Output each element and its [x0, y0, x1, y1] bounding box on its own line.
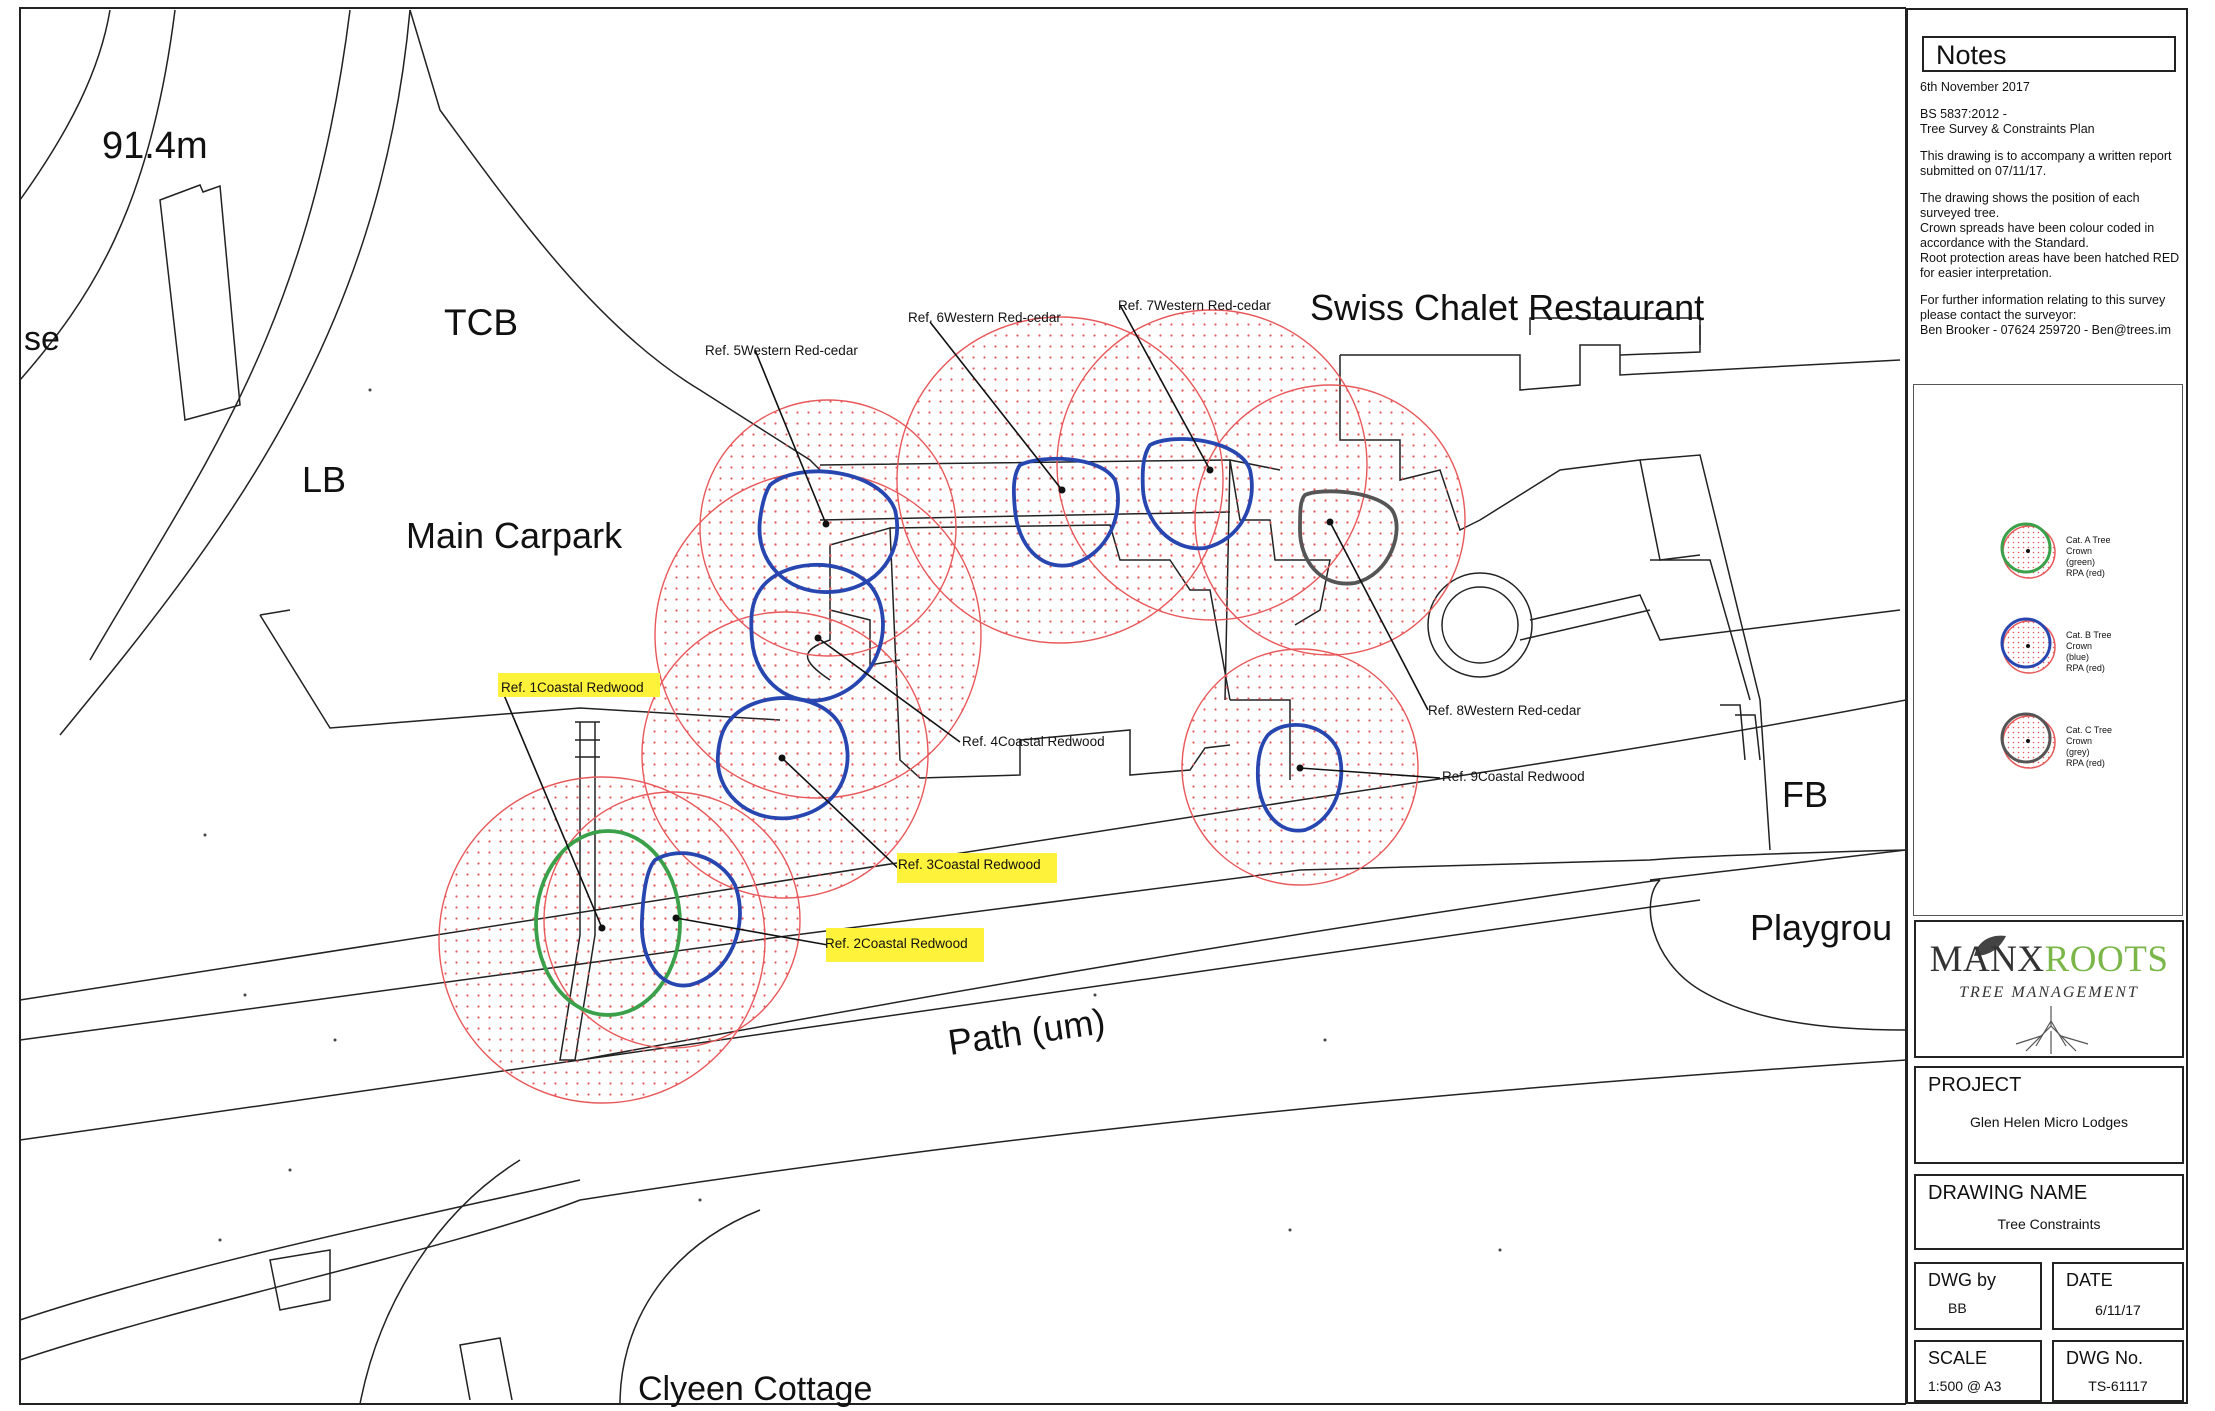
fb-label: FB — [1782, 774, 1828, 815]
cottage-label: Clyeen Cottage — [638, 1370, 872, 1408]
tree-ref-4: Ref. 4Coastal Redwood — [962, 734, 1105, 749]
date-value: 6/11/17 — [2095, 1302, 2141, 1318]
notes-standard-line2: Tree Survey & Constraints Plan — [1920, 122, 2095, 136]
notes-standard-line1: BS 5837:2012 - — [1920, 107, 2007, 121]
rpa-tree-2 — [543, 791, 801, 1049]
logo-roots: ROOTS — [2044, 939, 2169, 980]
logo-wordmark: MANXROOTS — [1916, 938, 2182, 981]
notes-panel: Notes 6th November 2017 BS 5837:2012 -Tr… — [1906, 8, 2188, 1404]
drawing-name-label: DRAWING NAME — [1928, 1182, 2088, 1204]
project-box: PROJECT Glen Helen Micro Lodges — [1914, 1066, 2184, 1164]
drawing-frame — [19, 7, 1906, 1405]
tcb-label: TCB — [444, 302, 518, 343]
notes-para2-line1: The drawing shows the position of each s… — [1920, 191, 2140, 220]
tree-crowns — [534, 437, 1399, 1017]
notes-standard: BS 5837:2012 -Tree Survey & Constraints … — [1920, 107, 2182, 137]
tree-ref-1: Ref. 1Coastal Redwood — [501, 680, 644, 695]
spot-height-label: 91.4m — [102, 125, 208, 167]
crown-tree-5 — [757, 469, 900, 594]
main-carpark-label: Main Carpark — [406, 515, 623, 556]
project-value: Glen Helen Micro Lodges — [1970, 1114, 2128, 1130]
tree-ref-5: Ref. 5Western Red-cedar — [705, 343, 858, 358]
crown-tree-7 — [1140, 437, 1254, 551]
dwg-no-box: DWG No. TS-61117 — [2052, 1340, 2184, 1402]
date-box: DATE 6/11/17 — [2052, 1262, 2184, 1330]
scale-box: SCALE 1:500 @ A3 — [1914, 1340, 2042, 1402]
tree-ref-2: Ref. 2Coastal Redwood — [825, 936, 968, 951]
path-label: Path (um) — [945, 1000, 1107, 1063]
tree-ref-9: Ref. 9Coastal Redwood — [1442, 769, 1585, 784]
scale-label: SCALE — [1928, 1348, 1988, 1368]
notes-para2-line3: Root protection areas have been hatched … — [1920, 251, 2180, 280]
notes-para3: For further information relating to this… — [1920, 293, 2182, 338]
notes-para1: This drawing is to accompany a written r… — [1920, 149, 2172, 178]
notes-para2-line2: Crown spreads have been colour coded in … — [1920, 221, 2155, 250]
playground-label: Playgrou — [1750, 907, 1892, 948]
crown-tree-4 — [749, 563, 885, 703]
crown-tree-6 — [1011, 456, 1120, 568]
notes-body: 6th November 2017 BS 5837:2012 -Tree Sur… — [1920, 80, 2182, 350]
notes-title: Notes — [1922, 36, 2176, 72]
tree-roots-icon — [2015, 1006, 2089, 1054]
tree-ref-8: Ref. 8Western Red-cedar — [1428, 703, 1581, 718]
legend-cat-a-symbol — [2000, 522, 2056, 579]
tree-constraints-map: Ref. 1Coastal Redwood Ref. 2Coastal Redw… — [19, 7, 1906, 1408]
dwg-no-value: TS-61117 — [2088, 1378, 2148, 1394]
dwg-no-label: DWG No. — [2066, 1348, 2144, 1368]
root-protection-areas — [438, 309, 1466, 1104]
notes-para2: The drawing shows the position of each s… — [1920, 191, 2182, 281]
notes-para3-line2: Ben Brooker - 07624 259720 - Ben@trees.i… — [1920, 323, 2172, 337]
crown-tree-9 — [1255, 722, 1344, 833]
restaurant-label: Swiss Chalet Restaurant — [1310, 287, 1704, 328]
notes-para3-line1: For further information relating to this… — [1920, 293, 2166, 322]
lb-label: LB — [302, 459, 346, 500]
dwg-by-value: BB — [1948, 1300, 1967, 1316]
logo-subtitle: TREE MANAGEMENT — [1959, 984, 2139, 1001]
notes-date: 6th November 2017 — [1920, 80, 2030, 94]
tree-ref-6: Ref. 6Western Red-cedar — [908, 310, 1061, 325]
se-label: se — [24, 320, 60, 358]
reference-highlights — [498, 673, 1057, 962]
project-label: PROJECT — [1928, 1074, 2022, 1096]
leader-lines — [503, 304, 1441, 946]
leaf-icon — [1974, 935, 2006, 956]
drawing-name-box: DRAWING NAME Tree Constraints — [1914, 1174, 2184, 1250]
crown-tree-2 — [640, 851, 742, 988]
legend-cat-b-symbol — [2000, 617, 2056, 674]
crown-tree-1 — [534, 829, 682, 1017]
manx-roots-logo: MANXROOTS TREE MANAGEMENT — [1914, 920, 2184, 1058]
crown-tree-3 — [716, 696, 850, 821]
scale-value: 1:500 @ A3 — [1928, 1378, 2002, 1394]
tree-ref-3: Ref. 3Coastal Redwood — [898, 857, 1041, 872]
map-points — [203, 388, 1502, 1252]
tree-ref-7: Ref. 7Western Red-cedar — [1118, 298, 1271, 313]
dwg-by-label: DWG by — [1928, 1270, 1997, 1290]
dwg-by-box: DWG by BB — [1914, 1262, 2042, 1330]
legend-cat-c-symbol — [2000, 712, 2056, 769]
drawing-name-value: Tree Constraints — [1997, 1216, 2101, 1232]
logo-manx: MANX — [1929, 939, 2045, 980]
crown-tree-8 — [1298, 489, 1399, 586]
date-label: DATE — [2066, 1270, 2113, 1290]
